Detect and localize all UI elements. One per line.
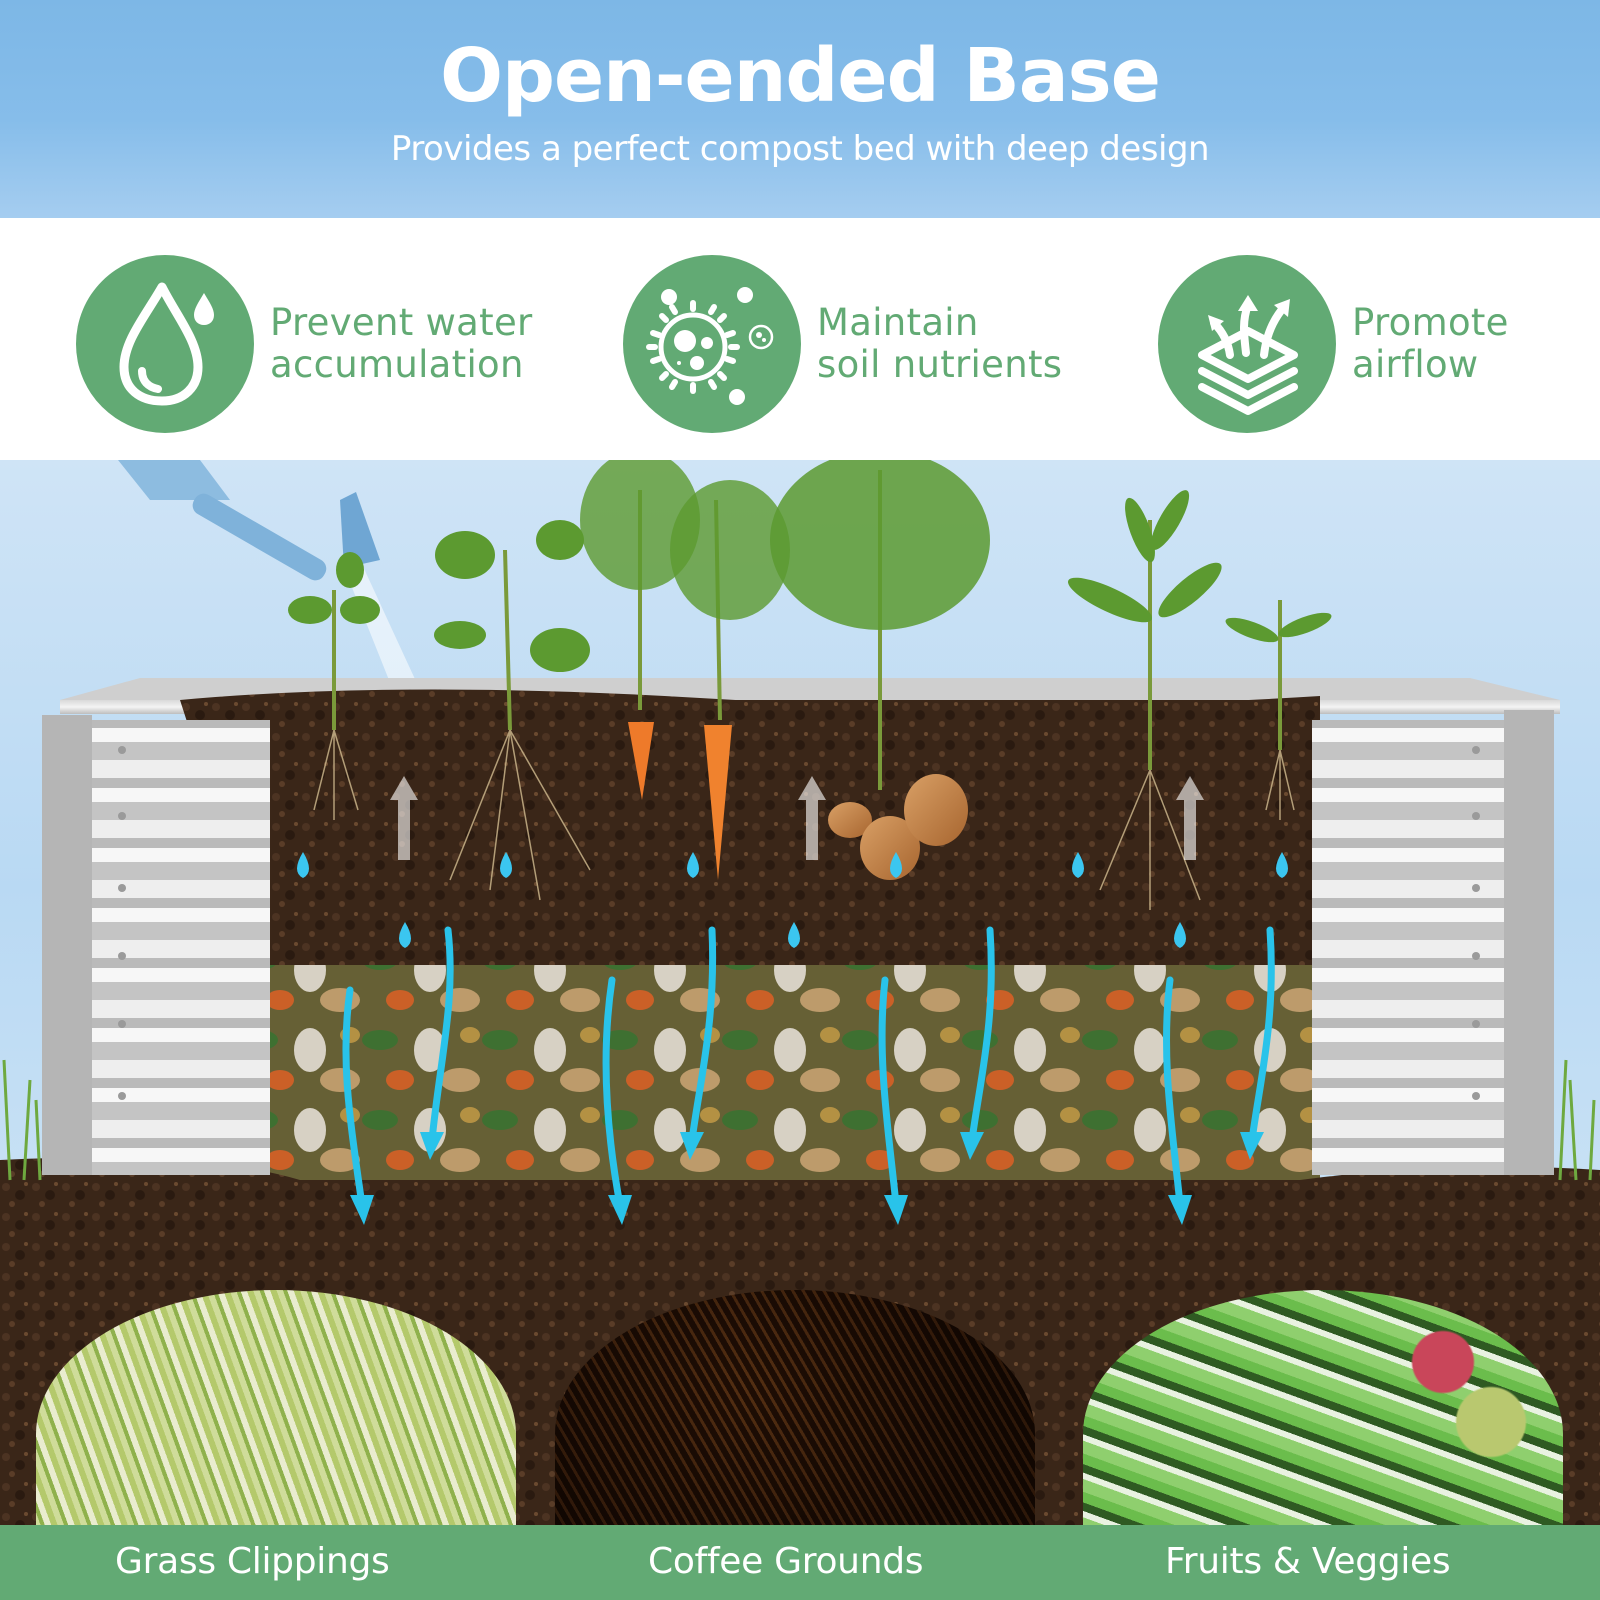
caption-grass-clippings: Grass Clippings [115,1541,390,1582]
watering-can-icon [118,460,420,695]
fruits-veggies-image [1083,1290,1563,1526]
feature-prevent-water: Prevent water accumulation [76,254,533,434]
feature-label: Promote airflow [1352,301,1509,386]
microbe-icon [623,255,801,433]
features-row: Prevent water accumulation [0,218,1600,460]
caption-coffee-grounds: Coffee Grounds [648,1541,924,1582]
feature-maintain-nutrients: Maintain soil nutrients [623,254,1062,434]
page-subtitle: Provides a perfect compost bed with deep… [390,129,1210,169]
caption-fruits-veggies: Fruits & Veggies [1165,1541,1451,1582]
header-banner: Open-ended Base Provides a perfect compo… [0,0,1600,218]
coffee-grounds-image [555,1290,1035,1526]
airflow-layers-icon [1158,255,1336,433]
water-drop-icon [76,255,254,433]
page-title: Open-ended Base [440,33,1161,119]
water-drop-markers [297,852,1288,948]
feature-label: Maintain soil nutrients [817,301,1063,386]
feature-label: Prevent water accumulation [270,301,533,386]
raised-bed-illustration [0,460,1600,1526]
compost-materials-bar: Grass Clippings Coffee Grounds Fruits & … [0,1525,1600,1600]
grass-clippings-image [36,1290,516,1526]
feature-promote-airflow: Promote airflow [1158,254,1509,434]
